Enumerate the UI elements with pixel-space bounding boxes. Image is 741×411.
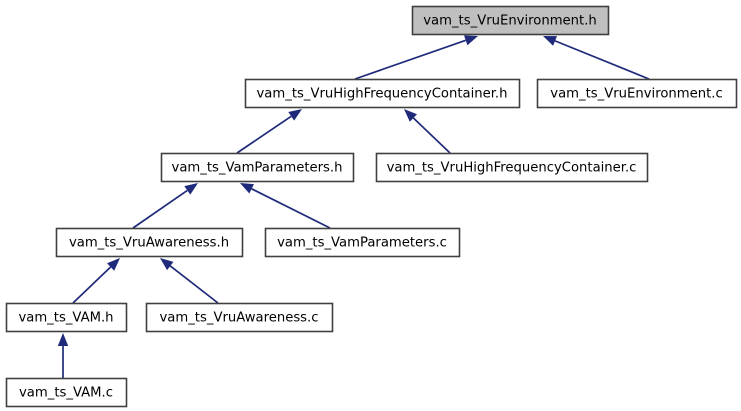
edge-vam_c-to-vam_h [57, 333, 69, 378]
node-box [160, 152, 355, 183]
arrow-head-icon [184, 183, 198, 195]
arrow-head-icon [240, 183, 254, 194]
graph-node-vam_h[interactable]: vam_ts_VAM.h [5, 302, 128, 333]
graph-node-vru_hfc_h[interactable]: vam_ts_VruHighFrequencyContainer.h [244, 78, 521, 109]
edge-vru_awareness_c-to-vru_awareness_h [160, 258, 219, 304]
arrow-head-icon [57, 333, 69, 346]
node-box [55, 227, 244, 258]
edge-vam_parameters_c-to-vam_parameters_h [240, 183, 331, 229]
edge-vru_hfc_h-to-vru_environment_h [354, 35, 478, 80]
arrow-head-icon [404, 109, 417, 122]
node-label: vam_ts_VamParameters.c [277, 236, 447, 251]
node-label: vam_ts_VAM.h [18, 311, 113, 326]
node-label: vam_ts_VruEnvironment.h [423, 14, 597, 29]
node-box [244, 78, 521, 109]
node-box [411, 5, 610, 36]
node-label: vam_ts_VruAwareness.c [159, 311, 318, 326]
node-label: vam_ts_VruAwareness.h [69, 236, 229, 251]
graph-node-vru_environment_h[interactable]: vam_ts_VruEnvironment.h [411, 5, 610, 36]
graph-node-vam_parameters_c[interactable]: vam_ts_VamParameters.c [264, 227, 461, 258]
node-box [264, 227, 461, 258]
node-label: vam_ts_VamParameters.h [172, 161, 343, 176]
graph-node-vru_awareness_c[interactable]: vam_ts_VruAwareness.c [145, 302, 334, 333]
node-label: vam_ts_VruHighFrequencyContainer.h [257, 87, 508, 102]
edge-vru_environment_c-to-vru_environment_h [543, 36, 650, 80]
edge-vru_awareness_h-to-vam_parameters_h [132, 183, 198, 229]
graph-node-vru_hfc_c[interactable]: vam_ts_VruHighFrequencyContainer.c [375, 152, 649, 183]
node-box [536, 78, 738, 109]
node-layer: vam_ts_VruEnvironment.h vam_ts_VruHighFre… [5, 5, 738, 408]
graph-node-vru_environment_c[interactable]: vam_ts_VruEnvironment.c [536, 78, 738, 109]
node-label: vam_ts_VruHighFrequencyContainer.c [387, 161, 637, 176]
node-label: vam_ts_VAM.c [19, 386, 113, 401]
arrow-head-icon [464, 35, 478, 46]
node-box [375, 152, 649, 183]
edge-vam_h-to-vru_awareness_h [72, 258, 120, 304]
arrow-head-icon [107, 258, 120, 271]
arrow-head-icon [160, 258, 174, 271]
graph-node-vam_parameters_h[interactable]: vam_ts_VamParameters.h [160, 152, 355, 183]
node-box [5, 302, 128, 333]
graph-node-vam_c[interactable]: vam_ts_VAM.c [5, 377, 128, 408]
arrow-head-icon [288, 109, 302, 121]
node-box [5, 377, 128, 408]
node-box [145, 302, 334, 333]
edge-vam_parameters_h-to-vru_hfc_h [236, 109, 302, 154]
arrow-head-icon [543, 36, 558, 46]
node-label: vam_ts_VruEnvironment.c [550, 87, 722, 102]
edge-layer [57, 35, 650, 378]
edge-vru_hfc_c-to-vru_hfc_h [404, 109, 451, 154]
graph-node-vru_awareness_h[interactable]: vam_ts_VruAwareness.h [55, 227, 244, 258]
